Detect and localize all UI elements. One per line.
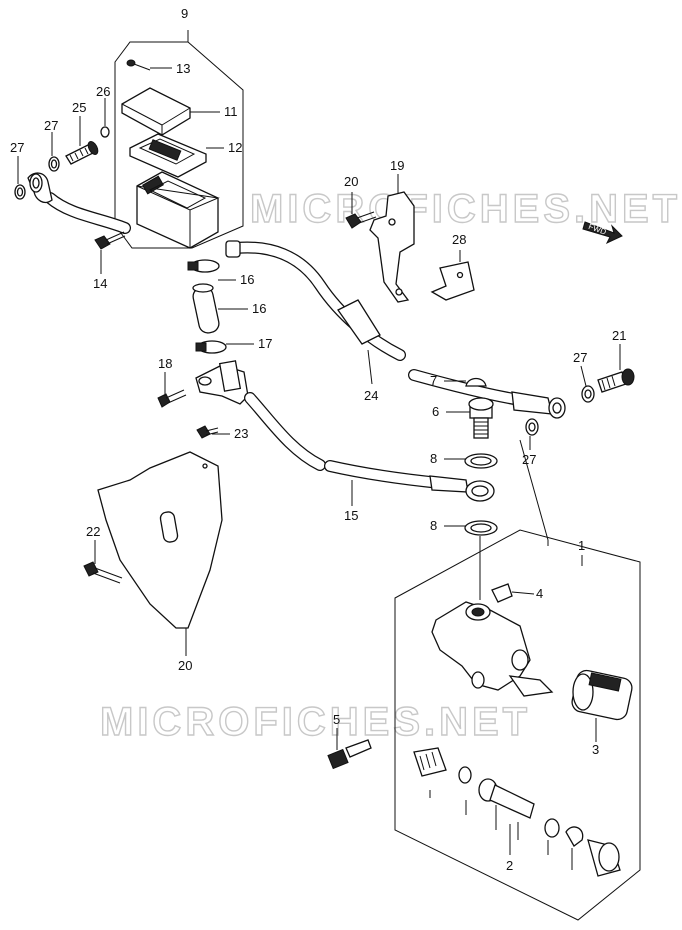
callout-10: 11 <box>224 104 238 119</box>
callout-27-d: 27 <box>522 452 536 467</box>
callout-15: 16 <box>252 301 266 316</box>
callout-6: 6 <box>432 404 439 419</box>
banjo-bolt-icon <box>65 141 99 165</box>
callout-26: 26 <box>96 84 110 99</box>
callout-22: 23 <box>234 426 248 441</box>
callout-1: 1 <box>578 538 585 553</box>
reservoir-body <box>136 171 219 249</box>
watermark-bottom: MICROFICHES.NET <box>100 700 531 744</box>
bolt-icon <box>83 561 123 584</box>
callout-3: 3 <box>592 742 599 757</box>
hose-fitting <box>195 360 249 405</box>
reservoir-cap <box>121 87 191 136</box>
callout-8-a: 8 <box>430 451 437 466</box>
callout-9: 9 <box>181 6 188 21</box>
callout-5: 5 <box>333 712 340 727</box>
callouts: 9 13 11 12 26 25 27 27 14 16 16 17 18 23… <box>10 6 626 873</box>
callout-20: 20 <box>178 658 192 673</box>
callout-19: 20 <box>344 174 358 189</box>
master-cylinder-body <box>431 601 554 697</box>
callout-21: 22 <box>86 524 100 539</box>
callout-27-c: 27 <box>573 350 587 365</box>
callout-8-b: 8 <box>430 518 437 533</box>
callout-4: 4 <box>536 586 543 601</box>
callout-16-a: 16 <box>240 272 254 287</box>
callout-18: 19 <box>390 158 404 173</box>
short-hose <box>192 283 220 334</box>
bracket <box>369 191 415 303</box>
callout-13: 14 <box>93 276 107 291</box>
callout-12: 13 <box>176 61 190 76</box>
banjo-bolt-icon <box>597 368 635 393</box>
piston-assembly <box>413 747 621 877</box>
bolt-icon <box>94 231 126 250</box>
heat-guard <box>97 451 223 629</box>
screw-icon <box>126 59 151 71</box>
callout-2: 2 <box>506 858 513 873</box>
bolt-icon <box>196 425 219 439</box>
hose-clamp-lower <box>195 340 227 354</box>
watermark-top: MICROFICHES.NET <box>250 187 681 231</box>
clip <box>430 261 475 301</box>
callout-14: 15 <box>344 508 358 523</box>
hose-clamp-upper <box>187 259 220 273</box>
bolt-icon <box>345 211 377 229</box>
callout-23: 24 <box>364 388 378 403</box>
reservoir-assembly <box>114 30 244 249</box>
callout-28: 28 <box>452 232 466 247</box>
callout-17: 18 <box>158 356 172 371</box>
master-cylinder-frame <box>394 529 641 921</box>
callout-7: 7 <box>430 373 437 388</box>
callout-27-a: 27 <box>44 118 58 133</box>
dust-boot <box>571 669 633 721</box>
bolt-icon <box>157 389 187 408</box>
callout-25: 25 <box>72 100 86 115</box>
bolt-icon <box>327 739 372 770</box>
callout-11: 12 <box>228 140 242 155</box>
callout-24: 21 <box>612 328 626 343</box>
leader-lines <box>17 67 621 855</box>
callout-27-b: 27 <box>10 140 24 155</box>
union-fitting <box>468 397 494 439</box>
callout-16-b: 17 <box>258 336 272 351</box>
